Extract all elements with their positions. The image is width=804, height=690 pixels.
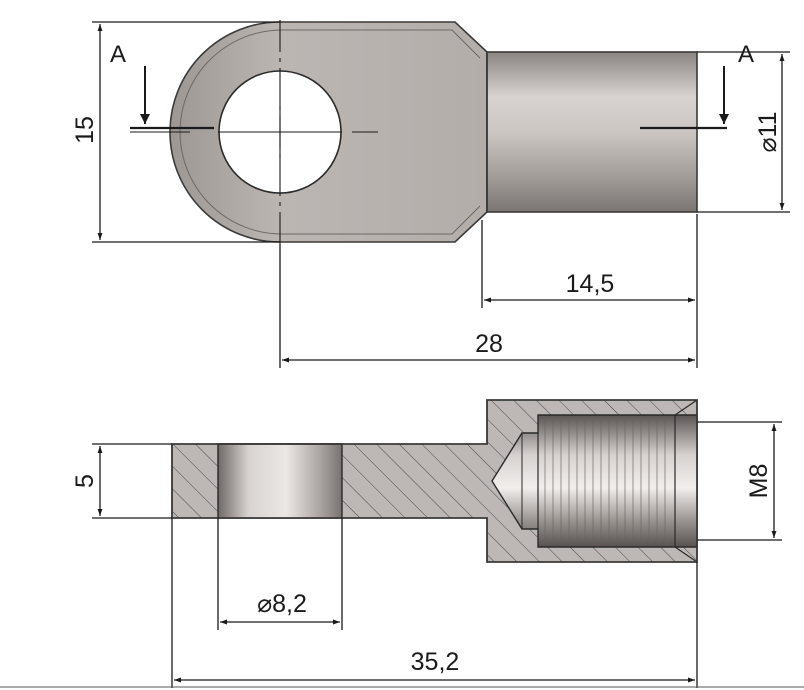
section-label-right: A: [738, 41, 754, 68]
dim-label-5: 5: [71, 474, 99, 488]
dim-label-m8: M8: [745, 464, 773, 499]
dim-label-15: 15: [71, 116, 99, 144]
dim-label-35-2: 35,2: [411, 648, 460, 676]
thread-ridges: [544, 420, 666, 542]
section-view: 5 M8 ⌀8,2 35,2: [71, 399, 782, 688]
eye-hole-section: [217, 443, 343, 519]
section-label-left: A: [110, 41, 126, 68]
eye-chamfer-edge: [179, 29, 481, 235]
dim-label-8-2: ⌀8,2: [257, 590, 307, 618]
top-view: A A 15 ⌀11 14,5 28: [71, 20, 790, 368]
dim-label-28: 28: [475, 330, 503, 358]
dim-label-14-5: 14,5: [566, 270, 615, 298]
thread-bore: [491, 414, 698, 548]
shank-cylinder: [486, 51, 698, 213]
dim-label-11: ⌀11: [754, 111, 782, 152]
